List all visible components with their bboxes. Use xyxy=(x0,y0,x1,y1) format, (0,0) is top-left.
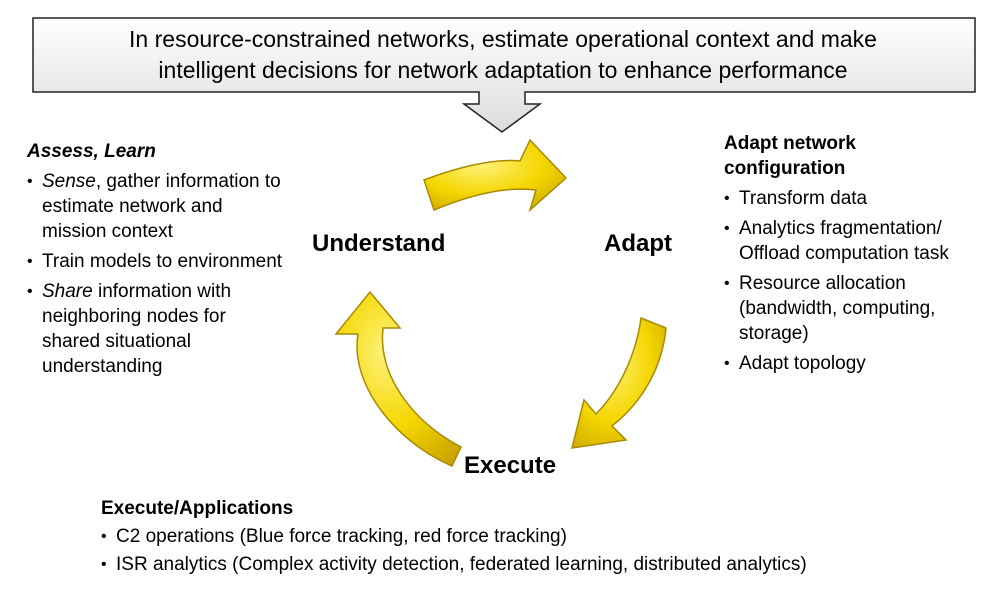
arrow-execute-to-understand xyxy=(334,290,462,467)
context-callout xyxy=(32,17,976,133)
adapt-config-title: Adapt network configuration xyxy=(724,131,1004,181)
list-item: ISR analytics (Complex activity detectio… xyxy=(101,552,981,577)
adapt-config-title-line-2: configuration xyxy=(724,158,846,179)
stage-execute-label: Execute xyxy=(464,452,557,479)
list-item: Train models to environment xyxy=(27,249,289,274)
item-emphasis: Sense xyxy=(42,171,96,192)
stage-understand-label: Understand xyxy=(312,230,446,257)
item-text: information with neighboring nodes for s… xyxy=(42,281,232,377)
list-item: Share information with neighboring nodes… xyxy=(27,279,289,379)
item-text: , gather information to estimate network… xyxy=(42,171,281,242)
list-item: Analytics fragmentation/ Offload computa… xyxy=(724,216,1004,266)
callout-shape xyxy=(32,17,976,133)
execute-applications-title: Execute/Applications xyxy=(101,498,294,519)
list-item: Resource allocation (bandwidth, computin… xyxy=(724,271,1004,346)
assess-learn-panel: Assess, Learn Sense, gather information … xyxy=(27,139,289,379)
list-item: C2 operations (Blue force tracking, red … xyxy=(101,524,981,549)
callout-text: In resource-constrained networks, estima… xyxy=(33,24,973,86)
adapt-config-list: Transform data Analytics fragmentation/ … xyxy=(724,186,1004,376)
list-item: Sense, gather information to estimate ne… xyxy=(27,169,289,244)
stage-adapt-label: Adapt xyxy=(604,230,672,257)
assess-learn-list: Sense, gather information to estimate ne… xyxy=(27,169,289,379)
arrow-understand-to-adapt xyxy=(423,138,568,213)
item-emphasis: Share xyxy=(42,281,93,302)
execute-applications-panel: Execute/Applications C2 operations (Blue… xyxy=(101,496,981,577)
callout-line-1: In resource-constrained networks, estima… xyxy=(129,26,877,52)
arrow-adapt-to-execute xyxy=(571,316,667,449)
adapt-config-panel: Adapt network configuration Transform da… xyxy=(724,131,1004,376)
list-item: Adapt topology xyxy=(724,351,1004,376)
execute-applications-list: C2 operations (Blue force tracking, red … xyxy=(101,524,981,577)
assess-learn-title: Assess, Learn xyxy=(27,141,156,162)
callout-line-2: intelligent decisions for network adapta… xyxy=(158,57,848,83)
adapt-config-title-line-1: Adapt network xyxy=(724,133,856,154)
item-text: Train models to environment xyxy=(42,251,283,272)
list-item: Transform data xyxy=(724,186,1004,211)
